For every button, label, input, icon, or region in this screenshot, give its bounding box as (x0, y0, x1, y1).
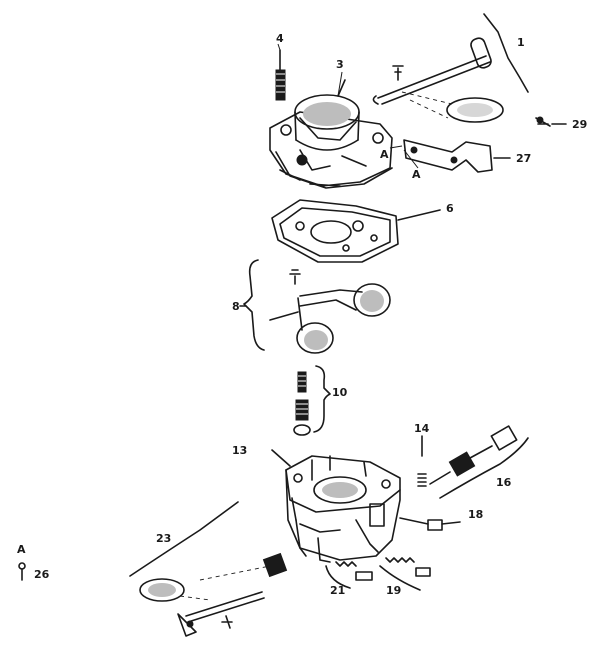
label-a-2: A (412, 168, 421, 181)
label-part-27: 27 (516, 152, 531, 165)
spring-19 (379, 557, 431, 591)
gasket-6 (271, 199, 441, 263)
throttle-shaft-23 (129, 501, 288, 637)
spring-21 (325, 561, 373, 589)
label-part-3: 3 (336, 58, 344, 71)
label-a-1: A (380, 148, 389, 161)
label-part-29: 29 (572, 118, 587, 131)
plug-18 (399, 517, 461, 531)
label-part-4: 4 (276, 32, 284, 45)
label-part-21: 21 (330, 584, 345, 597)
leader-lines (277, 43, 419, 169)
label-part-16: 16 (496, 476, 512, 489)
screw-4 (275, 49, 286, 101)
label-part-23: 23 (156, 532, 171, 545)
screw-29 (535, 116, 567, 127)
main-body-13 (271, 449, 401, 563)
fitting-16 (429, 425, 529, 499)
label-part-8: 8 (232, 300, 240, 313)
label-part-19: 19 (386, 584, 401, 597)
pin-26 (18, 562, 26, 581)
label-part-1: 1 (517, 36, 525, 49)
label-part-6: 6 (446, 202, 454, 215)
label-part-18: 18 (468, 508, 483, 521)
label-part-13: 13 (232, 444, 247, 457)
air-horn-body-3 (269, 79, 393, 189)
callout-labels: 1 3 4 6 8 10 13 14 16 18 19 21 23 26 27 … (17, 32, 587, 597)
bracket-27 (403, 139, 511, 173)
needle-seat-10 (293, 365, 331, 436)
throttle-shaft-assembly (372, 13, 529, 123)
screw-14 (417, 435, 427, 487)
label-part-26: 26 (34, 568, 50, 581)
label-a-3: A (17, 543, 26, 556)
float-assembly-8 (239, 259, 391, 354)
label-part-10: 10 (332, 386, 348, 399)
label-part-14: 14 (414, 422, 430, 435)
